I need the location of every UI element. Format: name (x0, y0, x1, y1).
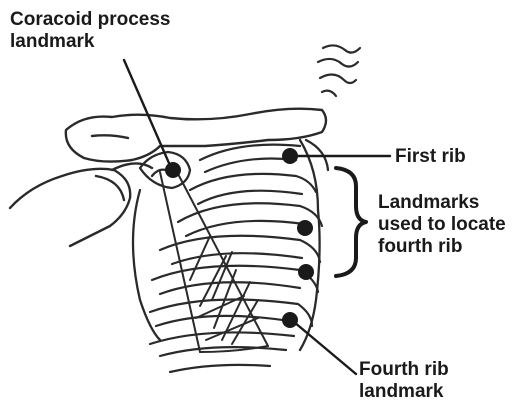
coracoid-landmark-dot (165, 162, 181, 178)
coracoid-label-line-1: Coracoid process (10, 9, 171, 31)
fourth-rib-label-line-1: Fourth rib (359, 359, 449, 381)
fourth-rib-landmark-dot (282, 312, 298, 328)
first-rib-label-text: First rib (395, 146, 466, 168)
third-rib-landmark-dot (298, 264, 314, 280)
first-rib-label: First rib (395, 146, 466, 168)
sternum-edge (300, 140, 328, 350)
landmarks-used-line-1: Landmarks (378, 192, 506, 214)
fourth-rib-pointer-line (294, 322, 356, 374)
fourth-rib-landmark-label: Fourth rib landmark (359, 359, 449, 403)
landmarks-used-label: Landmarks used to locate fourth rib (378, 192, 506, 258)
first-rib-landmark-dot (282, 148, 298, 164)
coracoid-process-label: Coracoid process landmark (10, 9, 171, 53)
humeral-head (10, 163, 152, 246)
curly-brace (336, 168, 366, 276)
second-rib-landmark-dot (297, 220, 313, 236)
coracoid-label-line-2: landmark (10, 31, 171, 53)
neck-outline (318, 45, 360, 96)
landmarks-used-line-2: used to locate (378, 214, 506, 236)
landmarks-used-line-3: fourth rib (378, 236, 506, 258)
fourth-rib-label-line-2: landmark (359, 381, 449, 403)
